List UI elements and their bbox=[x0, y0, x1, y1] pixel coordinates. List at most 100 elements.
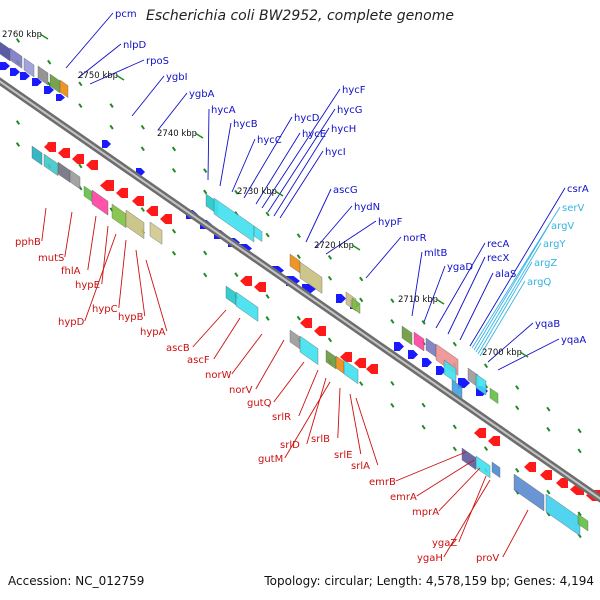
tick-mark bbox=[390, 380, 395, 386]
gene-leader-hypb bbox=[135, 249, 146, 317]
gene-label-emra: emrA bbox=[390, 492, 417, 503]
feature-block bbox=[299, 335, 319, 365]
reverse-gene-arrow bbox=[524, 462, 536, 472]
gene-leader-hycd bbox=[243, 116, 293, 199]
gene-leader-argz bbox=[477, 261, 533, 355]
tick-mark bbox=[359, 276, 364, 282]
topology-summary: Topology: circular; Length: 4,578,159 bp… bbox=[264, 574, 594, 588]
tick-mark bbox=[390, 298, 395, 304]
reverse-gene-arrow bbox=[474, 428, 486, 438]
gene-leader-ygba bbox=[157, 92, 188, 131]
tick-label: 2730 kbp bbox=[237, 187, 277, 197]
tick-mark bbox=[452, 341, 457, 347]
tick-mark bbox=[203, 189, 208, 195]
forward-gene-arrow bbox=[10, 68, 20, 76]
gene-label-hyci: hycI bbox=[325, 147, 346, 158]
feature-block bbox=[111, 203, 127, 229]
tick-mark bbox=[15, 142, 21, 147]
reverse-gene-arrow bbox=[44, 142, 56, 152]
reverse-gene-arrow bbox=[340, 352, 352, 362]
feature-block bbox=[413, 331, 425, 352]
backbone-highlight bbox=[0, 80, 600, 500]
feature-block bbox=[235, 291, 259, 322]
gene-leader-alas bbox=[459, 272, 494, 341]
gene-leader-hyci bbox=[279, 150, 324, 219]
reverse-gene-arrow bbox=[116, 188, 128, 198]
gene-label-ascb: ascB bbox=[166, 343, 190, 354]
tick-mark bbox=[452, 424, 457, 430]
tick-mark bbox=[140, 124, 145, 130]
gene-leader-fhla bbox=[87, 215, 97, 271]
feature-block bbox=[475, 455, 491, 479]
feature-block bbox=[43, 153, 59, 177]
tick-mark bbox=[265, 316, 270, 321]
tick-label: 2710 kbp bbox=[398, 295, 438, 305]
gene-leader-hypa bbox=[145, 259, 168, 332]
gene-leader-ascf bbox=[213, 317, 241, 360]
tick-mark bbox=[296, 233, 301, 239]
forward-gene-arrow bbox=[436, 366, 446, 375]
feature-block bbox=[461, 447, 477, 471]
gene-leader-ascb bbox=[192, 309, 227, 348]
forward-gene-arrow bbox=[422, 358, 432, 367]
tick-mark bbox=[78, 81, 83, 87]
gene-label-yqaa: yqaA bbox=[561, 335, 586, 346]
gene-label-recx: recX bbox=[487, 253, 510, 264]
gene-label-ygaz: ygaZ bbox=[432, 538, 457, 549]
gene-label-argz: argZ bbox=[534, 258, 557, 269]
reverse-gene-arrow bbox=[366, 364, 378, 374]
feature-block bbox=[49, 73, 61, 94]
tick-pointer bbox=[519, 351, 529, 358]
reverse-gene-arrow bbox=[160, 214, 172, 224]
reverse-gene-arrow bbox=[300, 318, 312, 328]
tick-mark bbox=[546, 426, 551, 432]
gene-label-alas: alaS bbox=[495, 269, 516, 280]
tick-mark bbox=[359, 381, 364, 387]
gene-leader-argy bbox=[475, 242, 542, 353]
tick-mark bbox=[421, 424, 426, 430]
feature-block bbox=[253, 225, 263, 242]
gene-label-argy: argY bbox=[543, 239, 566, 250]
feature-block bbox=[0, 41, 11, 62]
feature-block bbox=[289, 329, 301, 350]
gene-leader-ascg bbox=[305, 188, 332, 243]
gene-label-nlpd: nlpD bbox=[123, 40, 146, 51]
gene-label-csra: csrA bbox=[567, 184, 589, 195]
map-title: Escherichia coli BW2952, complete genome bbox=[146, 8, 454, 24]
gene-leader-hyce bbox=[255, 132, 301, 205]
feature-block bbox=[299, 261, 323, 294]
tick-mark bbox=[78, 103, 83, 108]
tick-mark bbox=[109, 103, 114, 108]
tick-pointer bbox=[39, 33, 49, 40]
gene-label-norv: norV bbox=[229, 385, 253, 396]
tick-mark bbox=[327, 275, 333, 281]
gene-leader-hype bbox=[101, 225, 109, 285]
gene-label-hych: hycH bbox=[331, 124, 356, 135]
forward-gene-arrow bbox=[408, 350, 418, 359]
reverse-gene-arrow bbox=[254, 282, 266, 292]
tick-mark bbox=[296, 254, 301, 260]
tick-pointer bbox=[274, 190, 284, 197]
reverse-gene-arrow bbox=[540, 470, 552, 480]
gene-leader-srle bbox=[349, 393, 362, 455]
gene-leader-ygbi bbox=[131, 75, 165, 117]
gene-label-hycf: hycF bbox=[342, 85, 366, 96]
gene-label-hyca: hycA bbox=[211, 105, 236, 116]
gene-leader-yqaa bbox=[497, 338, 560, 371]
reverse-gene-arrow bbox=[314, 326, 326, 336]
tick-mark bbox=[421, 402, 426, 408]
tick-label: 2700 kbp bbox=[482, 348, 522, 358]
gene-label-pcm: pcm bbox=[115, 9, 137, 20]
gene-label-norr: norR bbox=[403, 233, 427, 244]
forward-gene-arrow bbox=[44, 86, 54, 94]
tick-mark bbox=[203, 272, 208, 278]
gene-label-hycd: hycD bbox=[294, 113, 320, 124]
gene-label-pphb: pphB bbox=[15, 237, 41, 248]
forward-gene-arrow bbox=[20, 72, 30, 80]
tick-mark bbox=[171, 167, 177, 173]
tick-mark bbox=[421, 320, 426, 325]
gene-label-serv: serV bbox=[562, 203, 584, 214]
tick-label: 2750 kbp bbox=[78, 71, 118, 81]
tick-mark bbox=[203, 250, 208, 256]
